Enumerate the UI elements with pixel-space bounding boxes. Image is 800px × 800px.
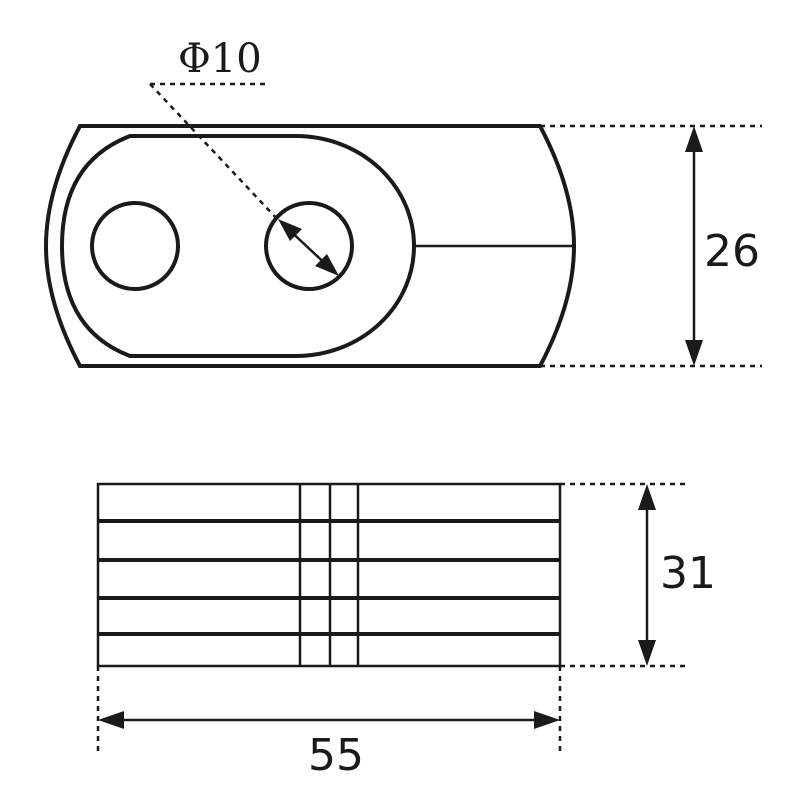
top-view <box>43 124 577 368</box>
width-arrow-right <box>534 711 560 729</box>
side-view <box>96 482 562 668</box>
right-hole <box>264 201 354 291</box>
side-height-arrow-down <box>638 640 656 666</box>
left-hole <box>90 201 180 291</box>
top-height-label: 26 <box>704 226 760 277</box>
top-view-slot <box>59 134 416 358</box>
width-arrow-left <box>98 711 124 729</box>
width-label: 55 <box>308 730 364 781</box>
diameter-arrow-start <box>278 219 302 241</box>
side-height-arrow-up <box>638 484 656 510</box>
side-height-dimension: 31 <box>560 482 716 668</box>
hole-diameter-dimension: Φ10 <box>149 36 339 276</box>
hole-diameter-label: Φ10 <box>178 36 262 82</box>
top-height-dimension: 26 <box>540 124 762 368</box>
width-dimension: 55 <box>96 666 562 781</box>
top-height-arrow-up <box>685 126 703 152</box>
top-height-arrow-down <box>685 340 703 366</box>
side-height-label: 31 <box>660 548 716 599</box>
diameter-leader-diagonal <box>149 83 281 223</box>
diameter-arrow-end <box>315 254 339 276</box>
